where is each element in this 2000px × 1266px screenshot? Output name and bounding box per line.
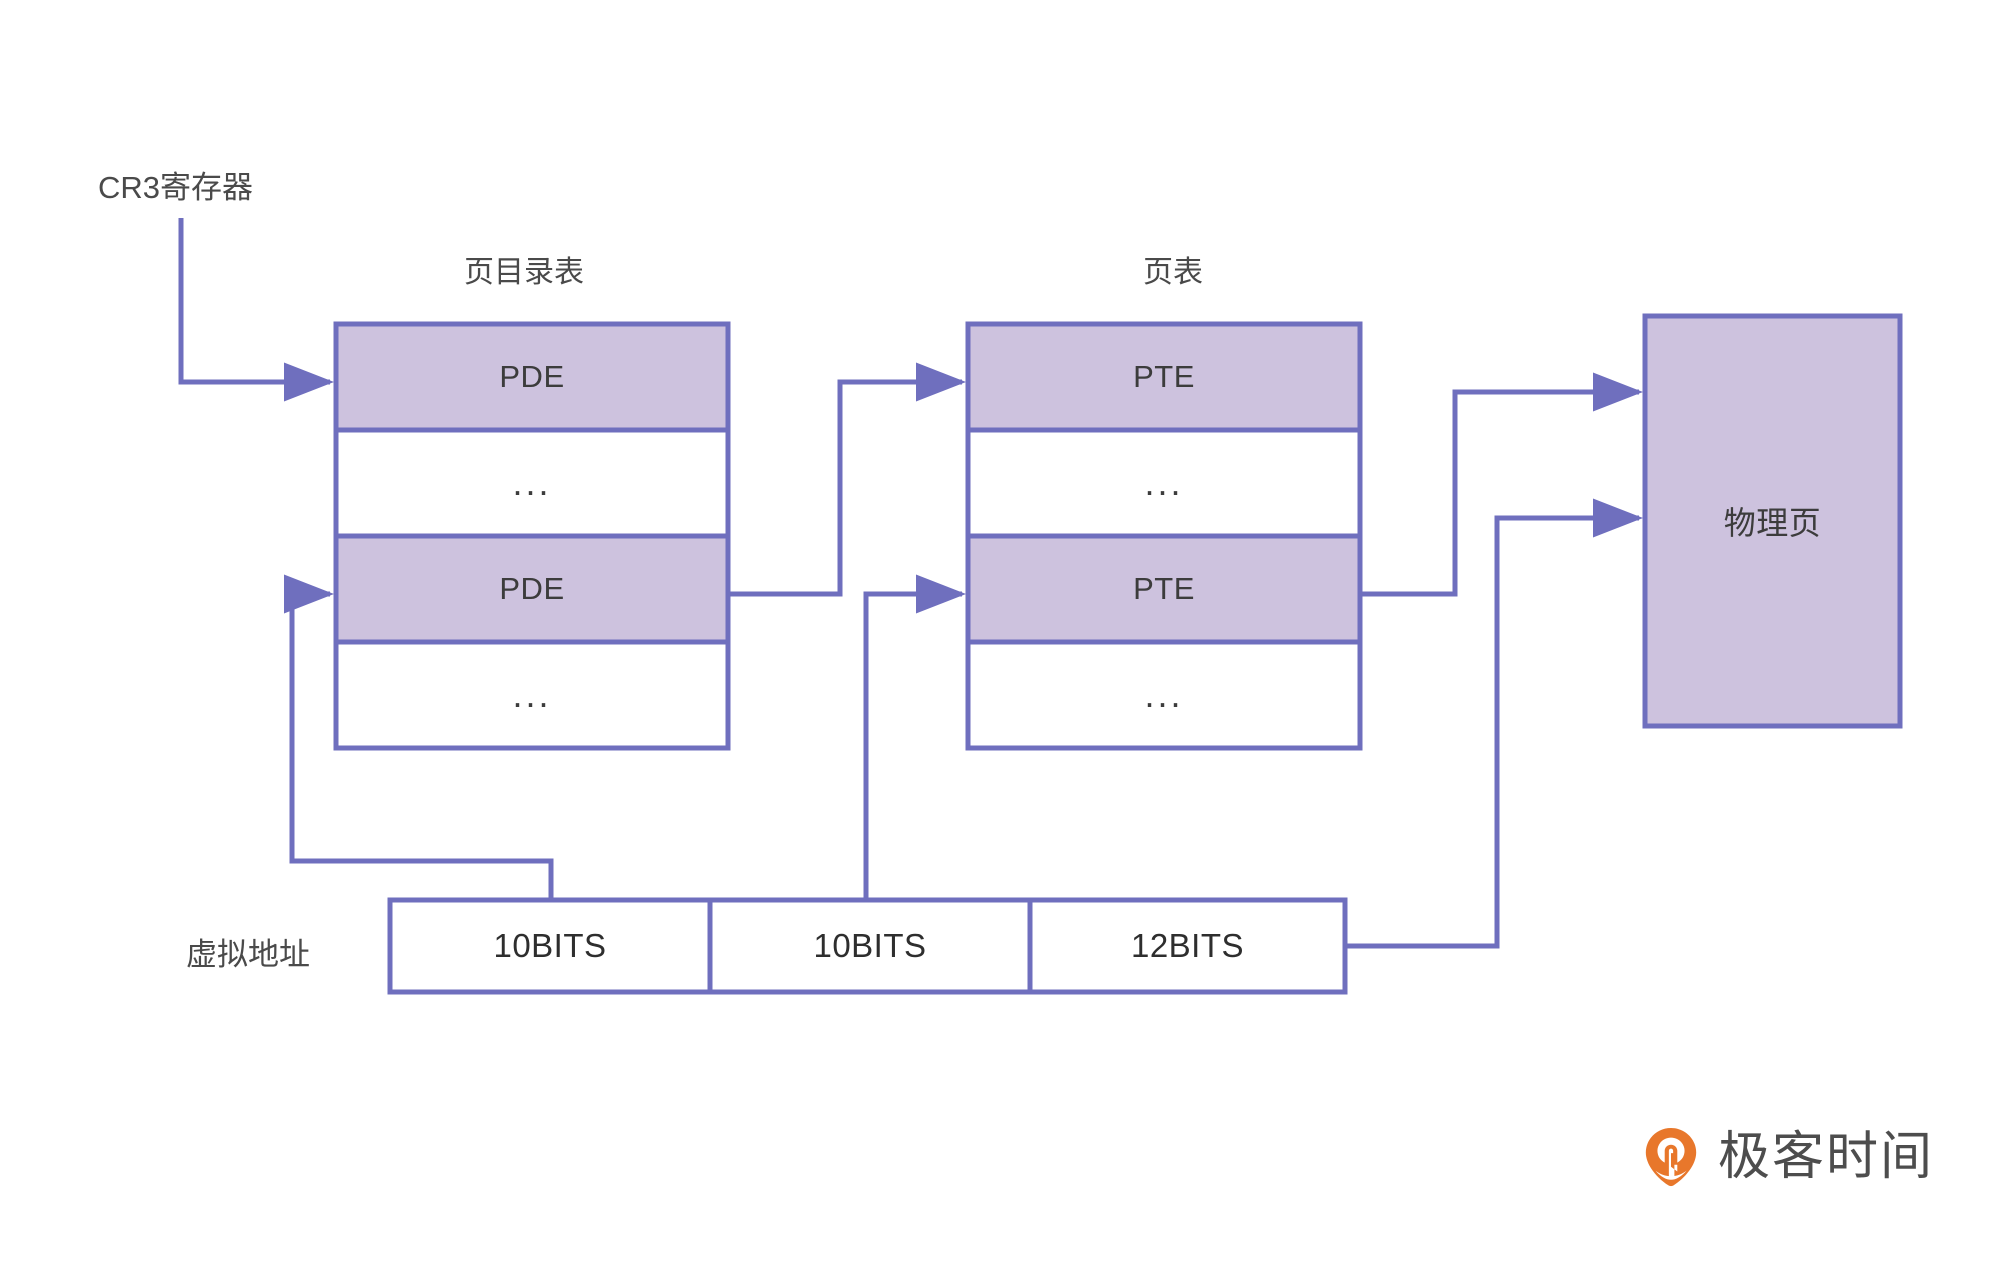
pde-row-1-cell: [333, 321, 731, 433]
connector-va-seg1-to-pde2: [284, 574, 554, 898]
geektime-logo-text: 极客时间: [1718, 1128, 1935, 1186]
pde-row-3-cell: [333, 533, 731, 645]
pde-row-4-cell: [333, 639, 731, 751]
va-segment-3-label: 12BITS: [1130, 927, 1245, 964]
va-segment-3-box: [1027, 897, 1348, 995]
page-directory-title: 页目录表: [464, 256, 584, 289]
page-table-shape: [965, 321, 1363, 751]
pte-row-2-cell: [965, 427, 1363, 539]
pde-row-2-cell: [333, 427, 731, 539]
connector-pte2-to-physical-page: [1360, 372, 1644, 597]
page-table-title: 页表: [1143, 256, 1203, 289]
virtual-address-bar-shape: [387, 897, 1348, 995]
pte-row-1-cell: [965, 321, 1363, 433]
va-segment-2-label: 10BITS: [813, 927, 927, 964]
connector-va-seg3-to-physical-page: [1345, 498, 1644, 949]
pte-row-3-cell: [965, 533, 1363, 645]
virtual-address-label: 虚拟地址: [186, 937, 310, 972]
geektime-pin-logo-icon: [1640, 1126, 1702, 1188]
physical-page-box: [1642, 313, 1903, 729]
connector-va-seg2-to-pte2: [863, 574, 967, 898]
page-directory-table-shape: [333, 321, 731, 751]
cr3-register-label: CR3寄存器: [98, 170, 254, 205]
pte-row-4-cell: [965, 639, 1363, 751]
va-segment-1-label: 10BITS: [493, 927, 607, 964]
geektime-logo: 极客时间: [1640, 1126, 1934, 1188]
connector-pde2-to-pte1: [728, 362, 967, 597]
connector-cr3-to-pde1: [178, 218, 335, 402]
